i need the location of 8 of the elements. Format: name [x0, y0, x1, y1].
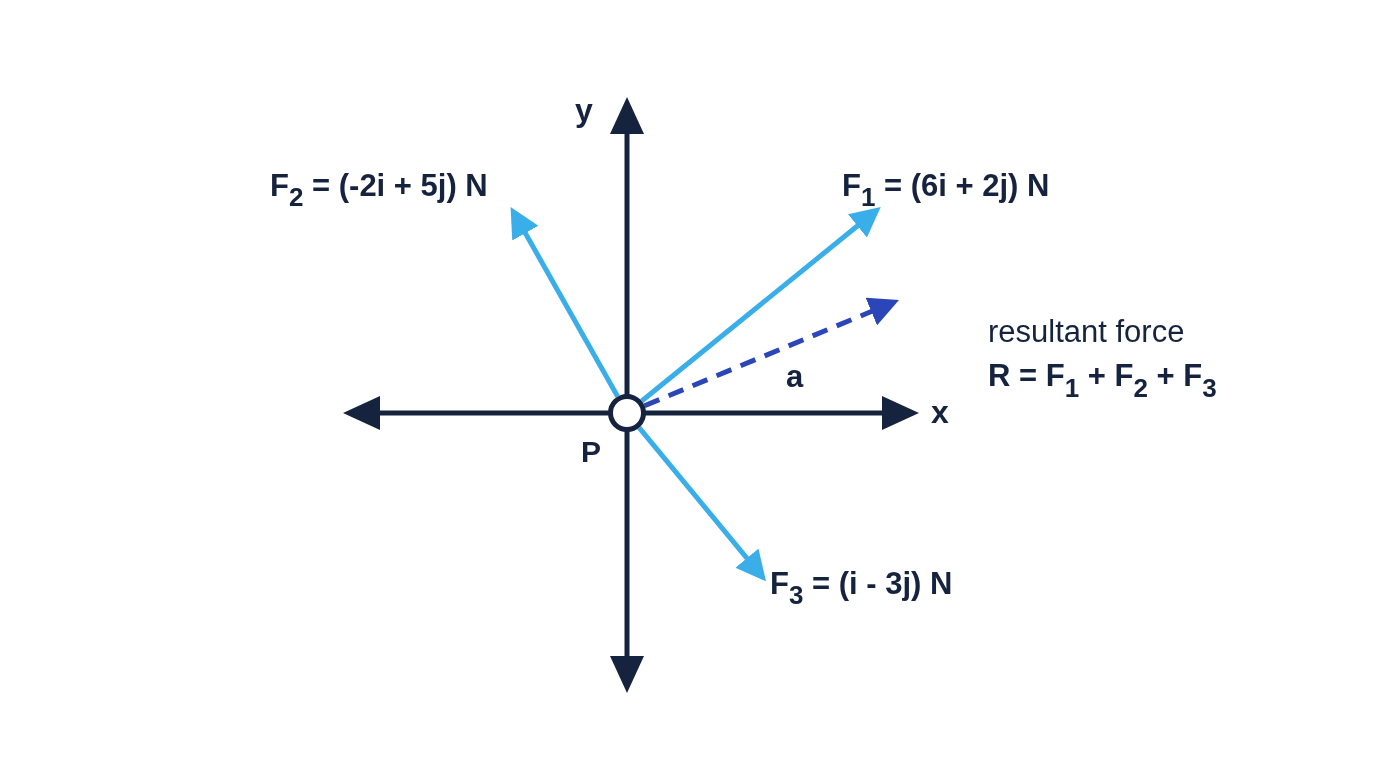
force-label: F$_{2}$ = (-2i + 5j) N	[269, 166, 489, 206]
point-label: P	[581, 437, 601, 467]
note-text: resultant force	[988, 313, 1185, 351]
axis-label: y	[575, 91, 593, 130]
equation-text: R = F$_{1}$ + F$_{2}$ + F$_{3}$	[988, 357, 1217, 396]
axis-label: x	[931, 393, 949, 432]
force-label: F$_{3}$ = (i - 3j) N	[769, 564, 954, 604]
force-label: F$_{1}$ = (6i + 2j) N	[841, 166, 1051, 206]
